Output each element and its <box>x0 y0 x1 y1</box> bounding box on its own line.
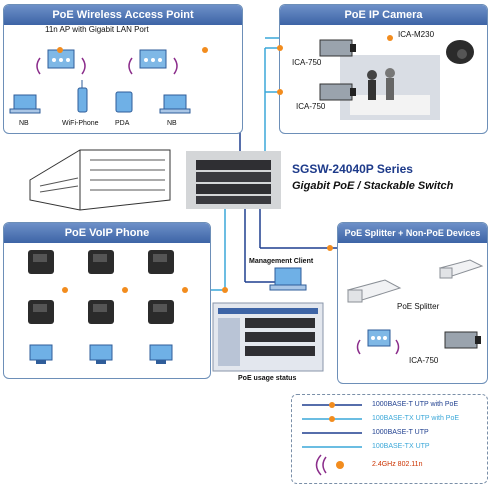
camera-label-icam230: ICA-M230 <box>398 30 435 39</box>
ip-phone-icon <box>28 250 54 274</box>
legend-label-2: 1000BASE-T UTP <box>372 429 429 436</box>
management-client-label: Management Client <box>249 258 314 265</box>
legend-marks <box>302 402 362 476</box>
poe-dot <box>329 416 335 422</box>
wireless-signal-icon <box>315 454 344 476</box>
pda-icon <box>115 91 133 113</box>
poe-status-label: PoE usage status <box>238 375 297 382</box>
poe-dot <box>327 245 333 251</box>
device-label-wifi-phone: WiFi-Phone <box>62 120 99 127</box>
ip-phone-icon <box>88 300 114 324</box>
panel-wireless-ap: PoE Wireless Access Point <box>3 4 243 134</box>
camera-label-ica750-top: ICA-750 <box>292 58 322 67</box>
legend-label-4: 2.4GHz 802.11n <box>372 461 423 468</box>
panel-camera-title: PoE IP Camera <box>280 5 487 25</box>
switch-subtitle: Gigabit PoE / Stackable Switch <box>292 180 454 192</box>
legend-label-1: 100BASE-TX UTP with PoE <box>372 415 460 422</box>
poe-dot <box>62 287 68 293</box>
desktop-pc-icon <box>89 344 113 364</box>
poe-dot <box>57 47 63 53</box>
legend: 1000BASE-T UTP with PoE 100BASE-TX UTP w… <box>291 394 488 484</box>
ip-phone-icon <box>148 250 174 274</box>
laptop-icon <box>159 94 191 114</box>
device-label-nb1: NB <box>19 120 29 127</box>
device-label-pda: PDA <box>115 120 130 127</box>
poe-dot <box>277 89 283 95</box>
poe-splitter-icon <box>438 259 484 279</box>
camera-label-ica750-bottom: ICA-750 <box>296 102 326 111</box>
switch-model-title: SGSW-24040P Series <box>292 162 413 176</box>
poe-dot <box>277 45 283 51</box>
panel-splitter: PoE Splitter + Non-PoE Devices <box>337 222 488 384</box>
wifi-phone-icon <box>77 80 88 113</box>
building-icon <box>29 149 171 211</box>
laptop-icon <box>9 94 41 114</box>
ip-phone-icon <box>88 250 114 274</box>
access-point-icon <box>36 49 86 75</box>
device-label-nb2: NB <box>167 120 177 127</box>
dome-camera-icon <box>446 40 474 64</box>
ap-caption: 11n AP with Gigabit LAN Port <box>45 25 149 34</box>
access-point-icon <box>128 49 178 75</box>
panel-voip-title: PoE VoIP Phone <box>4 223 210 243</box>
laptop-icon <box>269 267 307 291</box>
desktop-pc-icon <box>149 344 173 364</box>
legend-label-3: 100BASE-TX UTP <box>372 443 430 450</box>
ip-phone-icon <box>148 300 174 324</box>
ip-phone-icon <box>28 300 54 324</box>
splitter-camera-label: ICA-750 <box>409 356 439 365</box>
poe-dot <box>202 47 208 53</box>
stacked-switch-icon <box>196 160 271 204</box>
poe-dot <box>122 287 128 293</box>
box-camera-icon <box>319 83 356 101</box>
box-camera-icon <box>319 39 356 57</box>
poe-dot <box>329 402 335 408</box>
poe-splitter-icon <box>346 279 402 303</box>
panel-splitter-title: PoE Splitter + Non-PoE Devices <box>338 223 487 243</box>
panel-wireless-title: PoE Wireless Access Point <box>4 5 242 25</box>
legend-label-0: 1000BASE-T UTP with PoE <box>372 401 459 408</box>
poe-dot <box>387 35 393 41</box>
access-point-icon <box>356 329 400 355</box>
poe-dot <box>222 287 228 293</box>
poe-splitter-label: PoE Splitter <box>397 302 440 311</box>
desktop-pc-icon <box>29 344 53 364</box>
box-camera-icon <box>444 331 481 349</box>
poe-dot <box>182 287 188 293</box>
